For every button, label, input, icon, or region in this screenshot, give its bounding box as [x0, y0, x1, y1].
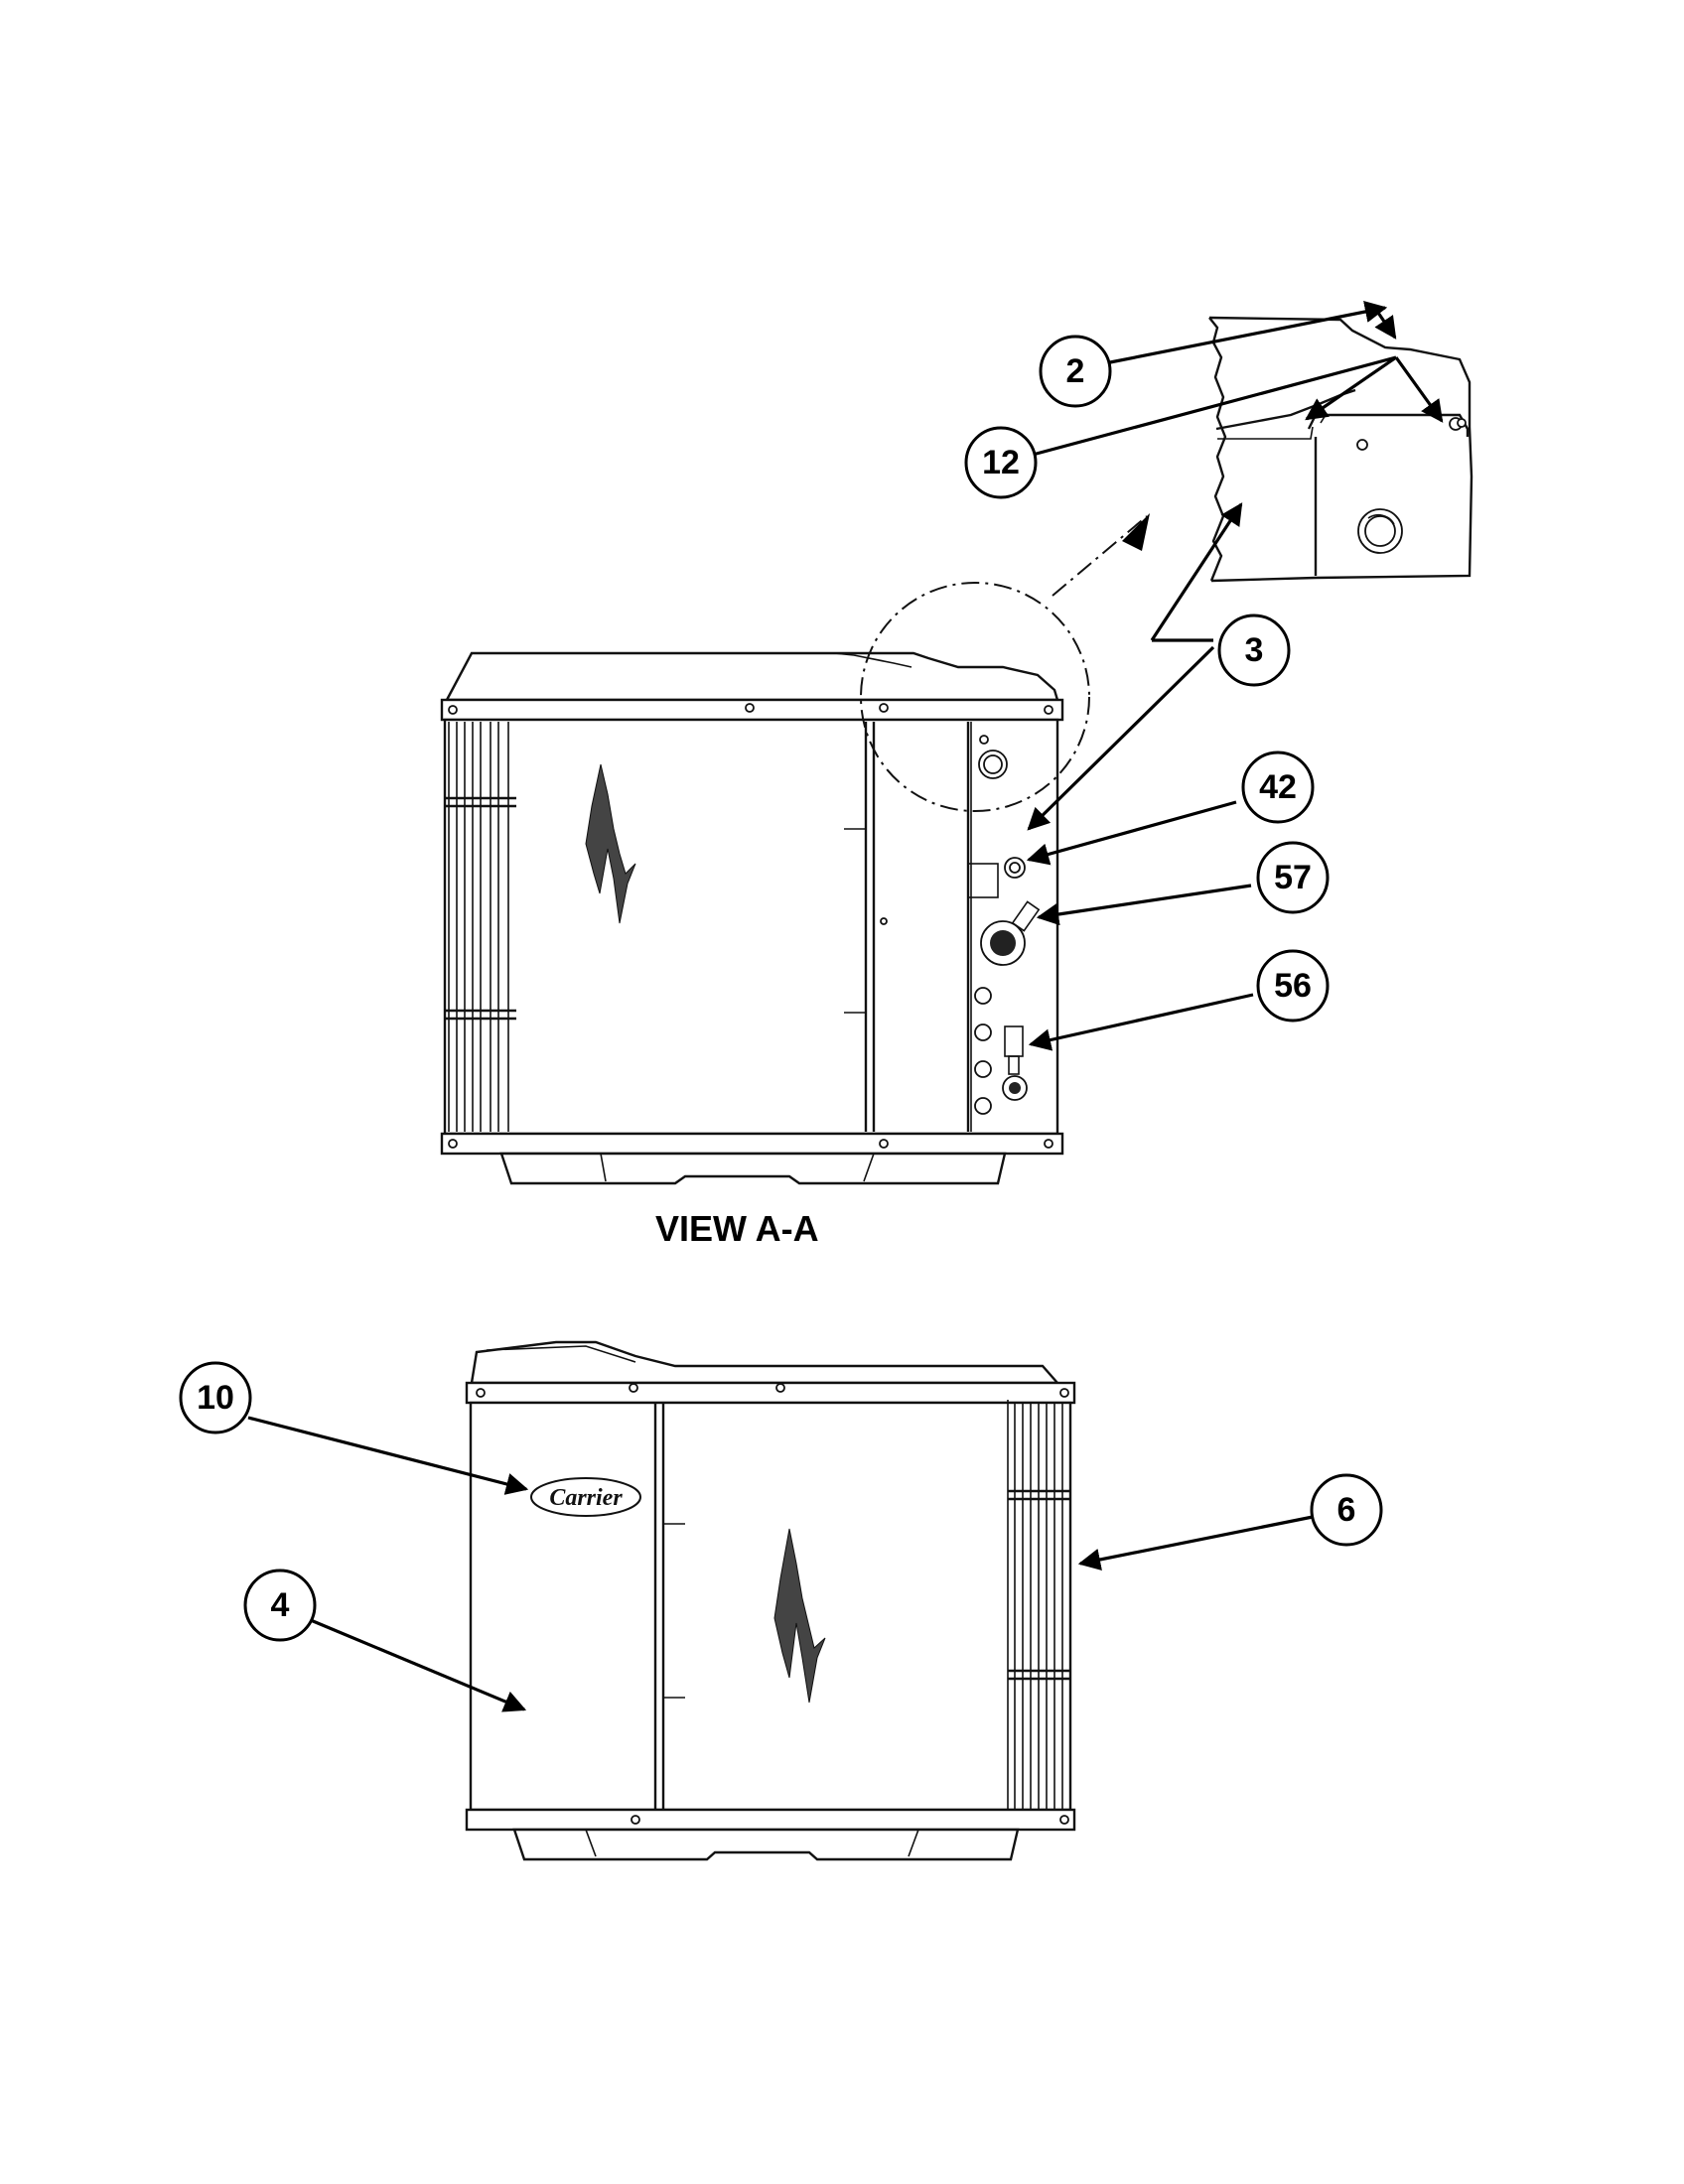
callout-4: 4 — [243, 1569, 317, 1642]
callout-2: 2 — [1039, 335, 1112, 408]
callout-10: 10 — [179, 1361, 252, 1434]
callout-56: 56 — [1256, 949, 1330, 1023]
callout-3-label: 3 — [1245, 631, 1264, 669]
detail-inset — [1208, 316, 1474, 583]
callout-4-label: 4 — [271, 1586, 290, 1624]
callout-6-label: 6 — [1337, 1491, 1356, 1529]
leader-lines — [247, 300, 1444, 1712]
carrier-logo: Carrier — [549, 1485, 623, 1511]
callout-10-label: 10 — [197, 1379, 234, 1417]
callout-12: 12 — [964, 426, 1038, 499]
callout-3: 3 — [1217, 614, 1291, 687]
detail-reference — [860, 513, 1150, 812]
callout-56-label: 56 — [1274, 967, 1312, 1005]
callout-12-label: 12 — [982, 444, 1020, 481]
callout-6: 6 — [1310, 1473, 1383, 1547]
unit-view-a-a — [440, 651, 1064, 1185]
callout-42: 42 — [1241, 751, 1315, 824]
callout-57: 57 — [1256, 841, 1330, 914]
unit-front-view — [465, 1340, 1076, 1861]
callout-2-label: 2 — [1066, 352, 1085, 390]
view-label: VIEW A-A — [655, 1208, 819, 1249]
callout-42-label: 42 — [1259, 768, 1297, 806]
callout-57-label: 57 — [1274, 859, 1312, 896]
